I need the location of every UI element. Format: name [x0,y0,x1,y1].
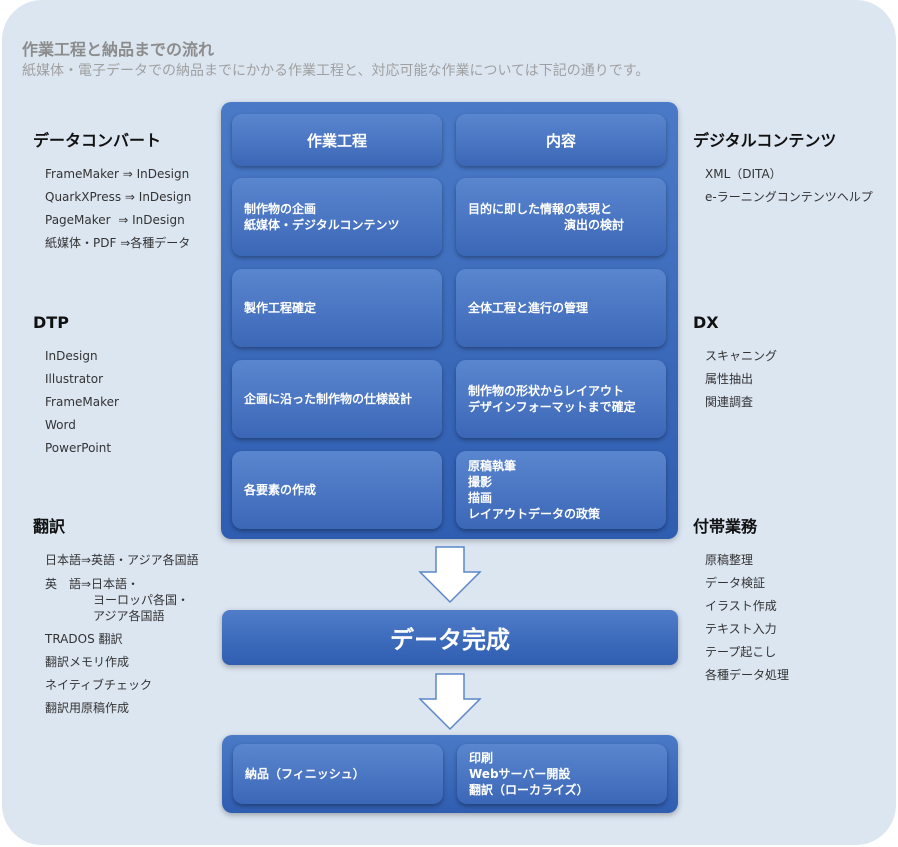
list-item: テープ起こし [705,645,777,659]
list-item: スキャニング [705,349,778,363]
section-title-translation: 翻訳 [33,517,66,536]
data-complete-banner: データ完成 [222,610,678,665]
header-process: 作業工程 [232,114,442,166]
step-cell: 企画に沿った制作物の仕様設計 [232,360,442,438]
list-item: イラスト作成 [705,599,777,613]
list-item: 原稿整理 [705,553,754,567]
content-cell: 全体工程と進行の管理 [456,269,666,347]
list-misc-tasks: 原稿整理 データ検証 イラスト作成 テキスト入力 テープ起こし 各種データ処理 [705,549,893,687]
list-item: 関連調査 [705,395,754,409]
down-arrow-icon [418,546,482,604]
section-title-digital-content: デジタルコンテンツ [693,131,837,150]
list-item: 紙媒体・PDF ⇒各種データ [45,236,191,250]
list-item: 翻訳メモリ作成 [45,655,130,669]
list-digital-content: XML（DITA） e-ラーニングコンテンツヘルプ [705,163,893,209]
section-title-dtp: DTP [33,313,69,332]
section-translation: 翻訳 日本語⇒英語・アジア各国語 英 語⇒日本語・ ヨーロッパ各国・ アジア各国… [33,517,233,720]
step-cell: 各要素の作成 [232,451,442,529]
step-text: 企画に沿った制作物の仕様設計 [244,392,413,406]
list-item: 各種データ処理 [705,668,790,682]
content-cell: 目的に即した情報の表現と 演出の検討 [456,178,666,256]
step-text: 制作物の企画 紙媒体・デジタルコンテンツ [244,202,400,232]
list-item: Illustrator [45,372,104,386]
list-item: InDesign [45,349,98,363]
list-item: 翻訳用原稿作成 [45,701,130,715]
section-dtp: DTP InDesign Illustrator FrameMaker Word… [33,313,233,460]
process-panel: 作業工程 内容 制作物の企画 紙媒体・デジタルコンテンツ 目的に即した情報の表現… [221,102,678,539]
content-cell: 制作物の形状からレイアウト デザインフォーマットまで確定 [456,360,666,438]
delivery-options-text: 印刷 Webサーバー開設 翻訳（ローカライズ） [469,751,589,797]
delivery-cell: 納品（フィニッシュ） [233,744,443,804]
down-arrow-icon [418,673,482,731]
step-text: 各要素の作成 [244,483,317,497]
content-text: 原稿執筆 撮影 描画 レイアウトデータの政策 [468,459,601,521]
list-translation: 日本語⇒英語・アジア各国語 英 語⇒日本語・ ヨーロッパ各国・ アジア各国語 T… [45,549,233,720]
section-digital-content: デジタルコンテンツ XML（DITA） e-ラーニングコンテンツヘルプ [693,131,893,209]
step-cell: 制作物の企画 紙媒体・デジタルコンテンツ [232,178,442,256]
list-dx: スキャニング 属性抽出 関連調査 [705,345,893,414]
delivery-panel: 納品（フィニッシュ） 印刷 Webサーバー開設 翻訳（ローカライズ） [222,735,678,813]
list-item: PowerPoint [45,441,112,455]
delivery-options-cell: 印刷 Webサーバー開設 翻訳（ローカライズ） [457,744,667,804]
header-content: 内容 [456,114,666,166]
list-item: ネイティブチェック [45,678,153,692]
content-text: 目的に即した情報の表現と 演出の検討 [468,202,625,232]
step-text: 製作工程確定 [244,301,317,315]
step-cell: 製作工程確定 [232,269,442,347]
content-cell: 原稿執筆 撮影 描画 レイアウトデータの政策 [456,451,666,529]
section-misc-tasks: 付帯業務 原稿整理 データ検証 イラスト作成 テキスト入力 テープ起こし 各種デ… [693,517,893,687]
section-title-misc-tasks: 付帯業務 [693,517,758,536]
delivery-text: 納品（フィニッシュ） [245,767,365,781]
list-item: TRADOS 翻訳 [45,632,123,646]
list-item: PageMaker ⇒ InDesign [45,213,185,227]
list-item: 日本語⇒英語・アジア各国語 [45,553,199,567]
list-item: QuarkXPress ⇒ InDesign [45,190,192,204]
list-item: 属性抽出 [705,372,754,386]
list-item: Word [45,418,76,432]
list-item: テキスト入力 [705,622,777,636]
list-item: FrameMaker [45,395,119,409]
content-text: 全体工程と進行の管理 [468,301,589,315]
list-item: FrameMaker ⇒ InDesign [45,167,190,181]
list-data-convert: FrameMaker ⇒ InDesign QuarkXPress ⇒ InDe… [45,163,233,255]
section-title-data-convert: データコンバート [33,131,162,150]
list-dtp: InDesign Illustrator FrameMaker Word Pow… [45,345,233,460]
list-item: 英 語⇒日本語・ ヨーロッパ各国・ アジア各国語 [45,577,190,623]
section-dx: DX スキャニング 属性抽出 関連調査 [693,313,893,414]
section-title-dx: DX [693,313,719,332]
list-item: XML（DITA） [705,167,782,181]
content-text: 制作物の形状からレイアウト デザインフォーマットまで確定 [468,384,636,414]
page-subtitle: 紙媒体・電子データでの納品までにかかる作業工程と、対応可能な作業については下記の… [22,63,650,79]
list-item: データ検証 [705,576,766,590]
page-title: 作業工程と納品までの流れ [22,40,215,59]
list-item: e-ラーニングコンテンツヘルプ [705,190,873,204]
section-data-convert: データコンバート FrameMaker ⇒ InDesign QuarkXPre… [33,131,233,255]
